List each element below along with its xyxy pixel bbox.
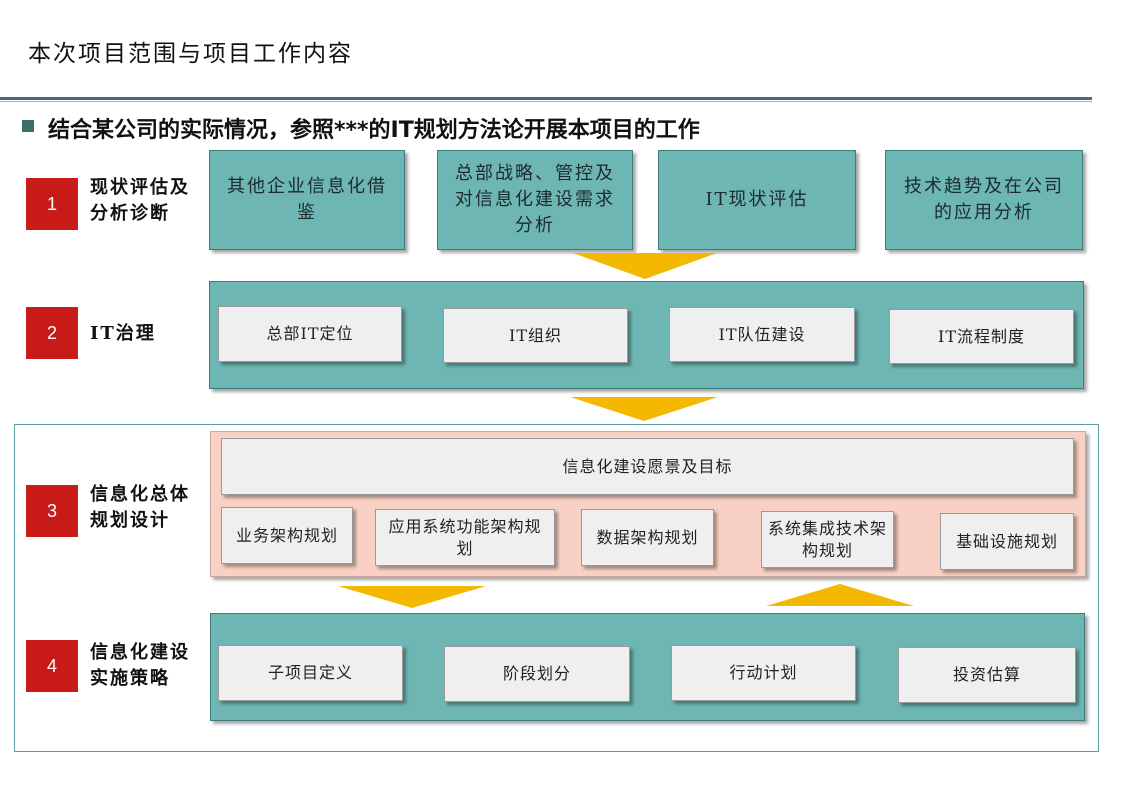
stage-3-card-5: 基础设施规划 (940, 513, 1074, 570)
header-divider-thin (0, 101, 1092, 102)
stage-1-card-3: IT现状评估 (658, 150, 856, 250)
stage-3-card-3: 数据架构规划 (581, 509, 714, 566)
stage-1-card-1: 其他企业信息化借鉴 (209, 150, 405, 250)
header-divider (0, 97, 1092, 100)
stage-3-label: 信息化总体规划设计 (90, 484, 190, 531)
stage-1-card-2: 总部战略、管控及对信息化建设需求分析 (437, 150, 633, 250)
stage-3-card-4: 系统集成技术架构规划 (761, 511, 894, 568)
stage-4-card-3: 行动计划 (671, 645, 856, 701)
stage-3-number: 3 (26, 485, 78, 537)
up-arrow-icon (766, 584, 914, 606)
stage-3-banner: 信息化建设愿景及目标 (221, 438, 1074, 495)
down-arrow-1-icon (573, 253, 717, 279)
stage-2-card-1: 总部IT定位 (218, 306, 402, 362)
stage-4-card-2: 阶段划分 (444, 646, 630, 702)
stage-2-label: IT治理 (90, 323, 156, 344)
stage-2-card-4: IT流程制度 (889, 309, 1074, 364)
stage-1-label: 现状评估及分析诊断 (90, 177, 190, 224)
stage-2-card-3: IT队伍建设 (669, 307, 855, 362)
bullet-square-icon (22, 120, 34, 132)
stage-4-label: 信息化建设实施策略 (90, 642, 190, 689)
planning-frame (14, 424, 1099, 752)
down-arrow-2-icon (570, 397, 718, 421)
subtitle: 结合某公司的实际情况，参照***的IT规划方法论开展本项目的工作 (48, 118, 700, 143)
stage-1-number: 1 (26, 178, 78, 230)
page-title: 本次项目范围与项目工作内容 (28, 41, 353, 67)
stage-1-card-4: 技术趋势及在公司的应用分析 (885, 150, 1083, 250)
stage-4-card-4: 投资估算 (898, 647, 1076, 703)
stage-3-card-1: 业务架构规划 (221, 507, 353, 564)
stage-2-card-2: IT组织 (443, 308, 628, 363)
down-arrow-3-icon (338, 586, 486, 608)
stage-4-number: 4 (26, 640, 78, 692)
stage-3-card-2: 应用系统功能架构规划 (375, 509, 555, 566)
stage-4-card-1: 子项目定义 (218, 645, 403, 701)
stage-2-number: 2 (26, 307, 78, 359)
